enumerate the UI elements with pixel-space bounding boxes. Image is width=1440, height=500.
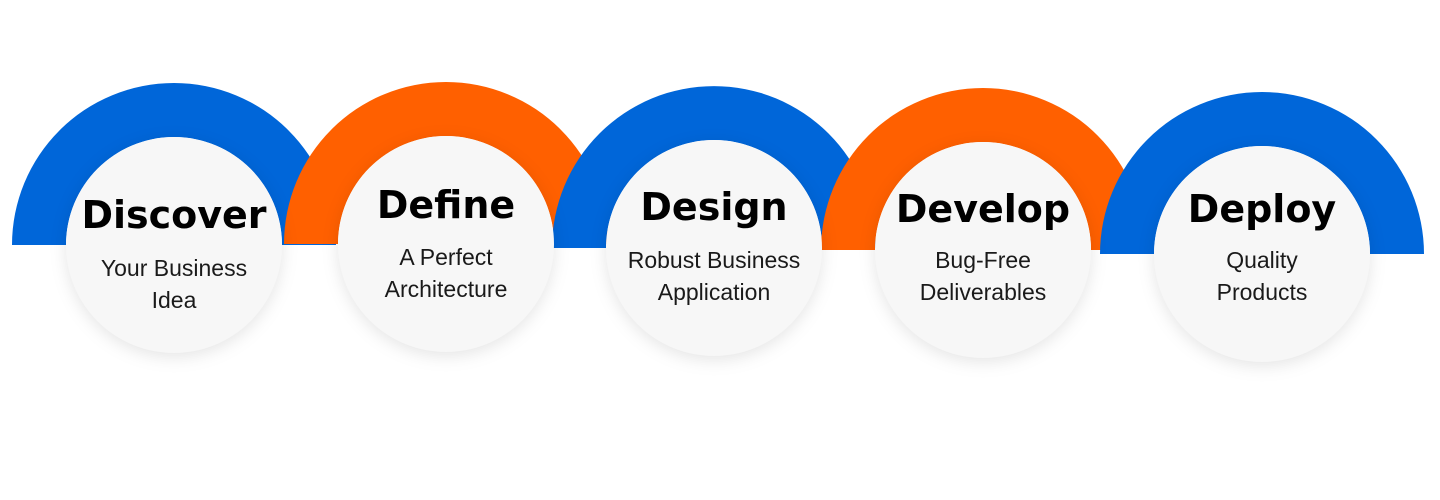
step-title-discover: Discover bbox=[81, 193, 266, 237]
step-circle-deploy bbox=[1154, 146, 1370, 362]
step-subtitle-define-line-2: Architecture bbox=[385, 276, 508, 302]
step-subtitle-deploy-line-2: Products bbox=[1217, 279, 1308, 305]
arc-layer bbox=[12, 82, 1424, 254]
arc-develop bbox=[821, 88, 1145, 250]
circle-layer bbox=[66, 136, 1370, 362]
arc-design bbox=[552, 86, 876, 249]
step-title-develop: Develop bbox=[896, 187, 1070, 231]
step-circle-develop bbox=[875, 142, 1091, 358]
step-title-design: Design bbox=[640, 185, 787, 229]
arc-define bbox=[284, 82, 608, 244]
step-subtitle-discover-line-2: Idea bbox=[152, 287, 197, 313]
arc-deploy bbox=[1100, 92, 1424, 254]
step-circle-define bbox=[338, 136, 554, 352]
step-title-define: Define bbox=[377, 183, 515, 227]
step-subtitle-discover-line-1: Your Business bbox=[101, 255, 247, 281]
step-subtitle-develop-line-1: Bug-Free bbox=[935, 247, 1031, 273]
step-subtitle-develop-line-2: Deliverables bbox=[920, 279, 1047, 305]
step-subtitle-define-line-1: A Perfect bbox=[399, 244, 493, 270]
step-circle-design bbox=[606, 140, 822, 356]
step-subtitle-design-line-1: Robust Business bbox=[628, 247, 801, 273]
step-subtitle-design-line-2: Application bbox=[658, 279, 771, 305]
arc-discover bbox=[12, 83, 336, 245]
step-subtitle-deploy-line-1: Quality bbox=[1226, 247, 1298, 273]
step-circle-discover bbox=[66, 137, 282, 353]
step-title-deploy: Deploy bbox=[1188, 187, 1337, 231]
